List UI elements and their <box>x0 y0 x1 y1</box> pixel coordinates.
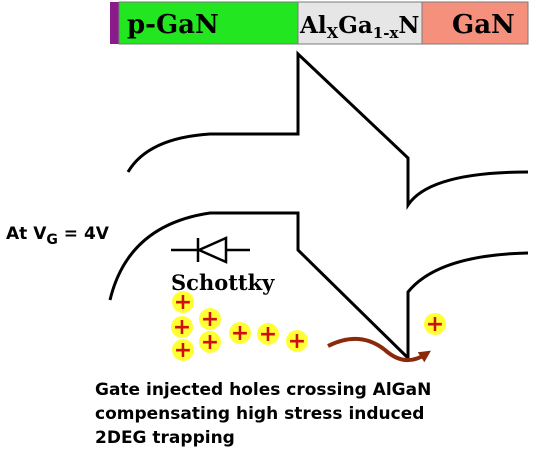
conduction-band-line <box>126 50 529 210</box>
hole-plus-sign: + <box>231 321 249 346</box>
gan-layer <box>421 1 529 45</box>
hole-plus-sign: + <box>174 338 192 363</box>
hole-plus-sign: + <box>173 315 191 340</box>
p-gan-edge <box>110 2 119 44</box>
hole-marker <box>172 291 194 313</box>
hole-marker <box>172 339 194 361</box>
hole-plus-sign: + <box>201 330 219 355</box>
algan-layer <box>297 1 423 45</box>
hole-plus-sign: + <box>174 290 192 315</box>
hole-marker <box>257 323 279 345</box>
p-gan-layer <box>118 1 299 45</box>
diode-icon <box>171 236 250 264</box>
gate-bias-label: At VG = 4V <box>6 224 110 248</box>
hole-plus-sign: + <box>201 307 219 332</box>
hole-transport-arrow <box>327 336 431 363</box>
algan-label: AlXGa1-xN <box>299 12 419 42</box>
hole-marker <box>286 330 308 352</box>
caption-line-1: Gate injected holes crossing AlGaN <box>95 380 431 400</box>
caption-line-3: 2DEG trapping <box>95 428 235 448</box>
schottky-label: Schottky <box>171 270 275 295</box>
gan-label: GaN <box>452 10 515 40</box>
hole-marker <box>229 322 251 344</box>
hole-plus-sign: + <box>426 312 444 337</box>
holes-group: +++++++++ <box>171 290 446 363</box>
hole-marker <box>199 331 221 353</box>
valence-band-line <box>108 211 529 362</box>
caption-line-2: compensating high stress induced <box>95 404 424 424</box>
hole-plus-sign: + <box>288 329 306 354</box>
hole-plus-sign: + <box>259 322 277 347</box>
layer-bar: p-GaN AlXGa1-xN GaN <box>110 1 529 45</box>
p-gan-label: p-GaN <box>127 10 219 40</box>
hole-marker <box>199 308 221 330</box>
hole-marker <box>424 313 446 335</box>
hole-marker <box>171 316 193 338</box>
